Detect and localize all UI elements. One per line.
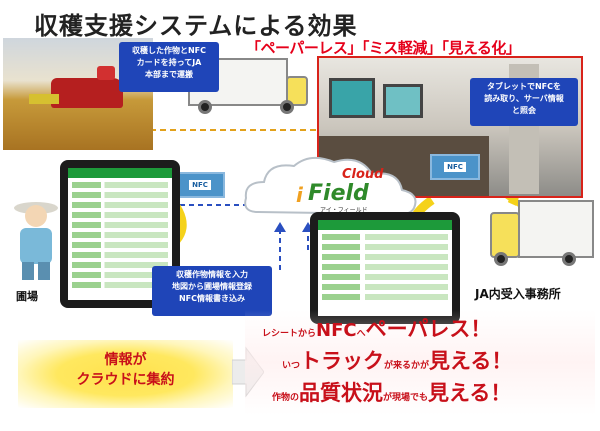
effect-paperless: レシートからNFCへペーパレス！ <box>262 313 491 343</box>
nfc-card-label: NFC <box>444 162 466 172</box>
monitor-icon <box>383 84 423 118</box>
callout-register-line-2: 地図から圃場情報登録 <box>172 282 252 291</box>
slogan: 「ペーパーレス」「ミス軽減」「見える化」 <box>246 39 521 57</box>
effect-1-part-3: 見える！ <box>429 349 513 373</box>
callout-tablet-read: タブレットでNFCを 読み取り、サーバ情報 と照会 <box>470 78 578 126</box>
effect-1-part-1: トラック <box>300 349 385 373</box>
cloud-brand-sub: アイ・フィールド <box>320 207 368 214</box>
nfc-card-label: NFC <box>189 180 211 190</box>
callout-tablet-read-line-1: タブレットでNFCを <box>486 82 562 91</box>
effect-0-part-2: へ <box>356 329 366 339</box>
callout-register-line-1: 収穫作物情報を入力 <box>176 270 248 279</box>
effect-2-part-3: 見える！ <box>428 381 512 405</box>
cloud-brand-i: i <box>296 183 304 207</box>
effect-truck-visible: いつトラックが来るかが見える！ <box>282 345 512 375</box>
effect-1-part-0: いつ <box>282 361 301 371</box>
callout-transport-line-3: 本部まで運搬 <box>145 70 193 79</box>
farm-label: 圃場 <box>16 290 38 303</box>
combine-harvester-icon <box>29 66 123 108</box>
callout-register-line-3: NFC情報書き込み <box>178 294 246 303</box>
effect-2-part-0: 作物の <box>272 393 300 403</box>
summary-line-2: クラウドに集約 <box>76 372 175 388</box>
effect-2-part-1: 品質状況 <box>299 381 384 405</box>
callout-tablet-read-line-3: と照会 <box>512 106 536 115</box>
effects-background <box>245 310 595 415</box>
callout-transport-line-1: 収穫した作物とNFC <box>131 46 207 55</box>
effect-2-part-2: が現場でも <box>383 393 429 403</box>
nfc-card-icon: NFC <box>175 172 225 198</box>
tablet-field-register <box>60 160 180 308</box>
callout-transport: 収穫した作物とNFC カードを持ってJA 本部まで運搬 <box>119 42 219 92</box>
farmer-icon <box>14 202 58 280</box>
cloud-service-icon: Field i Cloud アイ・フィールド <box>244 156 417 216</box>
callout-register: 収穫作物情報を入力 地図から圃場情報登録 NFC情報書き込み <box>152 266 272 316</box>
summary-line-1: 情報が <box>104 352 147 368</box>
summary-highlight <box>18 340 233 408</box>
summary-text: 情報が クラウドに集約 <box>18 350 233 390</box>
effect-0-part-3: ペーパレス！ <box>365 317 492 341</box>
effect-quality-visible: 作物の品質状況が現場でも見える！ <box>272 377 511 407</box>
nfc-card-icon: NFC <box>430 154 480 180</box>
effect-1-part-2: が来るかが <box>384 361 430 371</box>
office-label: JA内受入事務所 <box>475 287 561 301</box>
arrow-head-up-1 <box>274 222 286 232</box>
cloud-brand-logo: Field <box>308 181 369 206</box>
callout-tablet-read-line-2: 読み取り、サーバ情報 <box>484 94 564 103</box>
tablet-office <box>310 212 460 324</box>
monitor-icon <box>329 78 375 118</box>
callout-transport-line-2: カードを持ってJA <box>136 58 202 67</box>
effect-0-part-1: NFC <box>316 320 357 341</box>
page-title: 収穫支援システムによる効果 <box>34 12 358 40</box>
effect-0-part-0: レシートから <box>262 329 317 339</box>
cloud-brand-word: Cloud <box>342 167 384 182</box>
